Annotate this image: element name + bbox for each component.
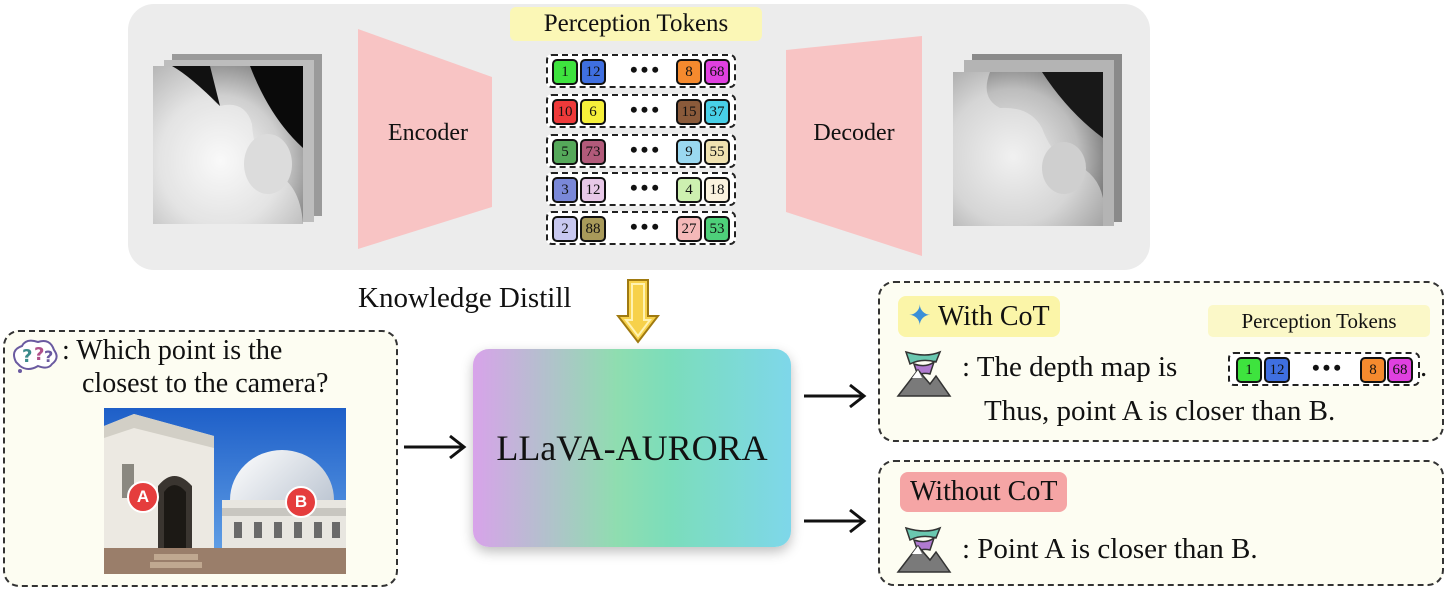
token-cell: 3 — [552, 177, 578, 203]
token-cell: 27 — [676, 216, 702, 242]
token-cell: 55 — [704, 139, 730, 165]
with-cot-label: With CoT — [937, 301, 1050, 332]
svg-text:?: ? — [22, 346, 32, 367]
token-cell: 18 — [704, 177, 730, 203]
input-depth-map-stack — [153, 54, 322, 224]
token-ellipsis: ••• — [629, 137, 663, 162]
without-cot-answer: : Point A is closer than B. — [962, 533, 1258, 565]
with-cot-period: . — [1420, 351, 1428, 383]
perception-tokens-title: Perception Tokens — [510, 7, 762, 41]
token-cell: 4 — [676, 177, 702, 203]
aurora-mountain-icon — [896, 350, 952, 397]
question-line-1: : Which point is the — [62, 335, 283, 366]
inline-token-3: 8 — [1360, 357, 1386, 383]
sparkle-icon: ✦ — [908, 299, 932, 332]
with-cot-chip: ✦ With CoT — [898, 296, 1060, 337]
point-b-marker: B — [285, 486, 317, 518]
knowledge-distill-label: Knowledge Distill — [358, 282, 572, 314]
with-cot-arrow-icon — [804, 383, 867, 409]
inline-token-2: 12 — [1264, 357, 1290, 383]
token-ellipsis: ••• — [629, 57, 663, 82]
without-cot-chip: Without CoT — [900, 472, 1068, 512]
llava-aurora-model: LLaVA-AURORA — [473, 349, 791, 547]
encoder-block — [358, 29, 492, 249]
token-cell: 1 — [552, 59, 578, 85]
distill-down-arrow-icon — [616, 279, 660, 344]
encoder-label: Encoder — [388, 120, 468, 146]
token-cell: 37 — [704, 99, 730, 125]
decoder-block — [786, 36, 922, 256]
point-a-marker: A — [127, 481, 159, 513]
inline-ellipsis: ••• — [1311, 355, 1345, 380]
token-cell: 12 — [580, 59, 606, 85]
token-ellipsis: ••• — [629, 214, 663, 239]
svg-text:?: ? — [44, 347, 53, 366]
token-cell: 5 — [552, 139, 578, 165]
token-cell: 88 — [580, 216, 606, 242]
token-cell: 12 — [580, 177, 606, 203]
inline-token-1: 1 — [1236, 357, 1262, 383]
with-cot-line-1: : The depth map is — [962, 351, 1178, 383]
aurora-mountain-icon-2 — [896, 526, 952, 573]
input-arrow-icon — [404, 434, 467, 460]
question-line-2: closest to the camera? — [82, 368, 329, 399]
token-cell: 53 — [704, 216, 730, 242]
output-depth-map-stack — [953, 54, 1122, 226]
token-cell: 10 — [552, 99, 578, 125]
inline-token-row: 1 12 ••• 8 68 — [1228, 352, 1420, 386]
with-cot-line-2: Thus, point A is closer than B. — [984, 395, 1336, 427]
inline-perception-tokens-label: Perception Tokens — [1208, 305, 1430, 337]
token-cell: 8 — [676, 59, 702, 85]
token-cell: 9 — [676, 139, 702, 165]
token-ellipsis: ••• — [629, 175, 663, 200]
inline-token-4: 68 — [1387, 357, 1413, 383]
token-cell: 15 — [676, 99, 702, 125]
token-cell: 73 — [580, 139, 606, 165]
token-ellipsis: ••• — [629, 97, 663, 122]
decoder-label: Decoder — [813, 120, 895, 146]
without-cot-arrow-icon — [804, 508, 867, 534]
token-cell: 6 — [580, 99, 606, 125]
token-cell: 68 — [704, 59, 730, 85]
svg-text:?: ? — [34, 344, 44, 365]
token-cell: 2 — [552, 216, 578, 242]
question-thought-icon: ? ? ? — [13, 339, 58, 373]
